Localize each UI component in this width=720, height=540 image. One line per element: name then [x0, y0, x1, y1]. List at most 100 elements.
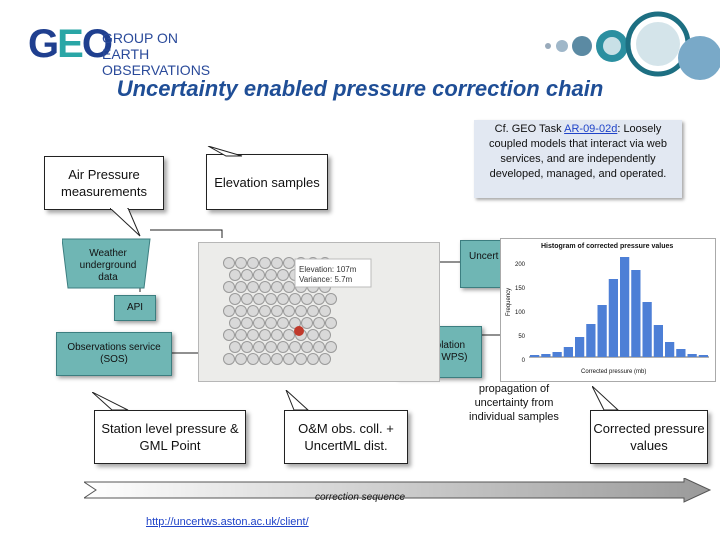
station-label: Station level pressure & GML Point — [101, 421, 239, 453]
histogram-bar — [552, 352, 562, 357]
histogram-bar — [620, 257, 630, 357]
air-pressure-callout: Air Pressure measurements — [44, 156, 164, 210]
sample-circle — [241, 269, 253, 281]
sample-circle — [229, 317, 241, 329]
sequence-label: correction sequence — [314, 492, 406, 503]
sample-circle — [229, 341, 241, 353]
histogram-bar — [687, 354, 697, 357]
sample-circle — [313, 317, 325, 329]
sample-circle — [247, 353, 259, 365]
sample-circle — [223, 329, 235, 341]
sample-circle — [253, 293, 265, 305]
sample-circle — [283, 305, 295, 317]
sample-circle — [301, 293, 313, 305]
page-title: Uncertainty enabled pressure correction … — [116, 76, 604, 101]
histogram-bars — [529, 257, 709, 358]
geo-logo: GEO GROUP ON EARTH OBSERVATIONS — [28, 20, 248, 78]
sample-circle — [259, 353, 271, 365]
histogram-bar — [575, 337, 585, 357]
histogram-panel: Histogram of corrected pressure values F… — [500, 238, 716, 382]
sample-circle — [223, 305, 235, 317]
sample-circle — [265, 269, 277, 281]
sample-circle — [235, 305, 247, 317]
map-screenshot: Elevation: 107m Variance: 5.7m — [198, 242, 440, 382]
histogram-bar — [563, 347, 573, 357]
histogram-bar — [653, 325, 663, 357]
sample-circle — [283, 329, 295, 341]
task-link[interactable]: AR-09-02d — [564, 123, 618, 135]
sample-circle — [277, 269, 289, 281]
elevation-label: Elevation samples — [214, 174, 320, 190]
sample-circle — [325, 293, 337, 305]
location-marker-icon — [294, 326, 304, 336]
sample-circle — [265, 317, 277, 329]
callout-tail — [92, 392, 129, 411]
sample-circle — [313, 341, 325, 353]
sample-circle — [307, 329, 319, 341]
sample-circle — [271, 305, 283, 317]
elevation-callout: Elevation samples — [206, 154, 328, 210]
station-callout: Station level pressure & GML Point — [94, 410, 246, 464]
popup-elev-label: Elevation: — [299, 265, 335, 274]
histogram-bar — [597, 305, 607, 357]
om-line2: UncertML dist. — [304, 438, 388, 453]
callout-tail — [592, 386, 620, 411]
sample-circle — [271, 353, 283, 365]
sample-circle — [229, 269, 241, 281]
sample-circle — [259, 281, 271, 293]
om-callout: O&M obs. coll. + UncertML dist. — [284, 410, 408, 464]
sample-circle — [307, 353, 319, 365]
map-canvas — [223, 257, 372, 365]
sample-circle — [271, 329, 283, 341]
sample-circle — [247, 257, 259, 269]
sample-circle — [241, 317, 253, 329]
popup-elev-value: 107m — [336, 265, 357, 274]
sample-circle — [301, 317, 313, 329]
sample-circle — [277, 341, 289, 353]
sample-circle — [241, 341, 253, 353]
sample-circle — [295, 305, 307, 317]
callout-tail — [207, 146, 243, 157]
corrected-callout: Corrected pressure values — [590, 410, 708, 464]
histogram-bar — [631, 270, 641, 357]
histogram-bar — [676, 349, 686, 357]
sample-circle — [223, 257, 235, 269]
sos-node: Observations service (SOS) — [56, 332, 172, 376]
histogram-bar — [530, 355, 540, 357]
decorative-orbs — [545, 11, 720, 80]
sample-circle — [265, 293, 277, 305]
histogram-bar — [642, 302, 652, 357]
sample-circle — [307, 305, 319, 317]
logo-line1: GROUP ON — [102, 30, 178, 46]
sample-circle — [235, 257, 247, 269]
corrected-label: Corrected pressure values — [593, 421, 705, 453]
api-node: API — [114, 295, 156, 321]
sample-circle — [283, 353, 295, 365]
sample-circle — [271, 281, 283, 293]
sample-circle — [223, 353, 235, 365]
sample-circle — [289, 341, 301, 353]
sample-circle — [301, 341, 313, 353]
propagation-label: propagation of uncertainty from individu… — [469, 383, 559, 423]
histogram-bar — [541, 354, 551, 357]
air-pressure-label: Air Pressure measurements — [61, 167, 147, 199]
histogram-title: Histogram of corrected pressure values — [541, 243, 674, 250]
weather-shape — [62, 238, 151, 289]
sample-circle — [277, 293, 289, 305]
sequence-arrow — [84, 478, 712, 503]
popup-var-value: 5.7m — [334, 275, 353, 284]
ytick: 150 — [514, 286, 525, 292]
client-url-link[interactable]: http://uncertws.aston.ac.uk/client/ — [146, 516, 309, 528]
logo-mark: GEO — [28, 22, 113, 66]
ytick: 200 — [514, 262, 525, 268]
sample-circle — [253, 269, 265, 281]
sample-circle — [247, 281, 259, 293]
sample-circle — [265, 341, 277, 353]
sample-circle — [259, 305, 271, 317]
sample-circle — [283, 281, 295, 293]
sample-circle — [271, 257, 283, 269]
callout-tail — [285, 390, 310, 411]
sample-circle — [325, 341, 337, 353]
sample-circle — [319, 305, 331, 317]
sample-circle — [277, 317, 289, 329]
